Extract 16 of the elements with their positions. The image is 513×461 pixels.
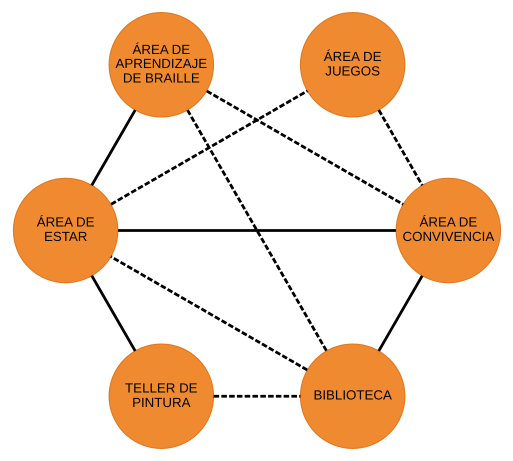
connector bbox=[186, 109, 328, 352]
connector bbox=[90, 275, 136, 352]
node-circle: TELLER DE PINTURA bbox=[108, 343, 214, 449]
connector bbox=[377, 275, 423, 352]
node-circle: ÁREA DE APRENDIZAJE DE BRAILLE bbox=[108, 12, 214, 118]
connector bbox=[213, 394, 300, 398]
node-circle: ÁREA DE JUEGOS bbox=[299, 12, 405, 118]
connector bbox=[206, 90, 404, 206]
connector bbox=[118, 229, 396, 232]
node-circle: ÁREA DE CONVIVENCIA bbox=[395, 178, 501, 284]
node-circle: ÁREA DE ESTAR bbox=[12, 178, 118, 284]
connector bbox=[110, 255, 308, 372]
node-circle: BIBLIOTECA bbox=[299, 343, 405, 449]
connector bbox=[377, 109, 423, 186]
connector bbox=[110, 90, 308, 206]
connector bbox=[90, 109, 136, 186]
